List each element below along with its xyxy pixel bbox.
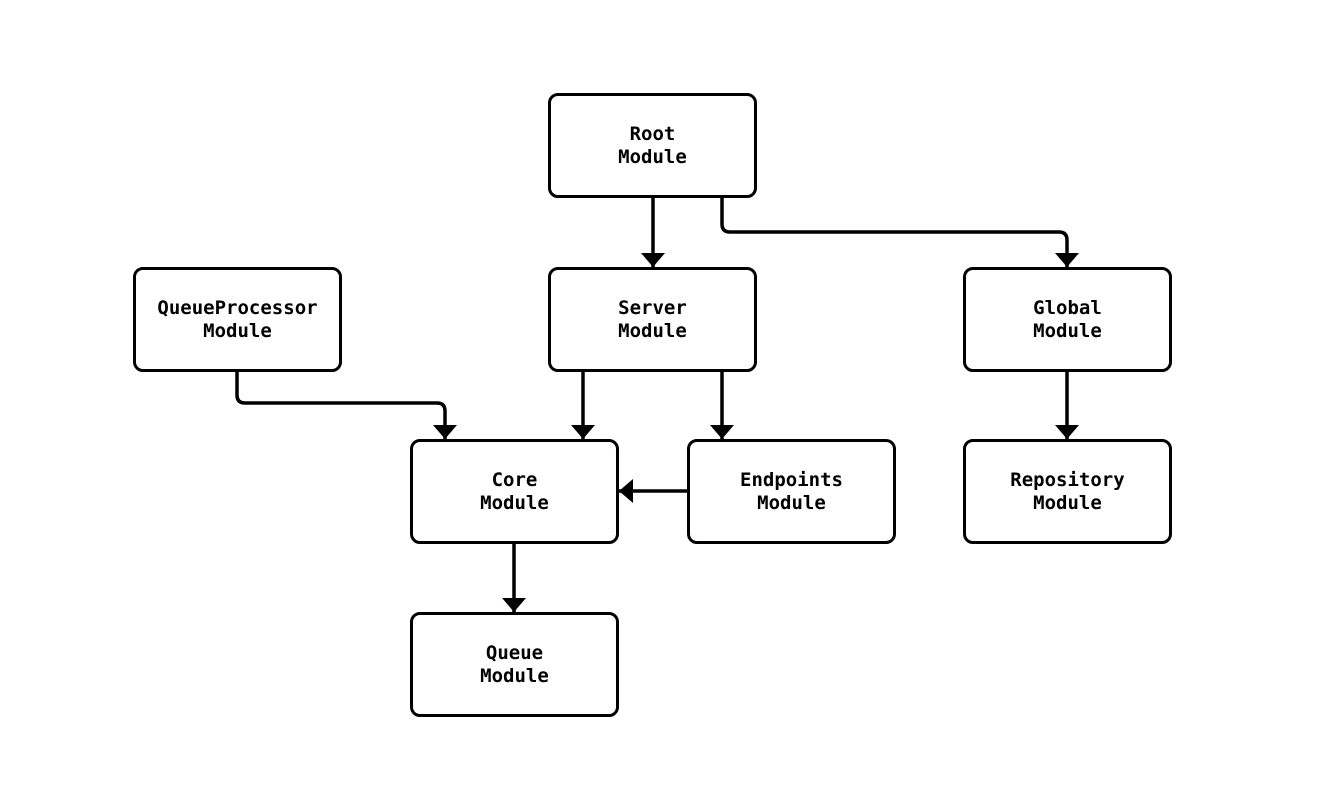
node-queue-module: Queue Module [410,612,619,717]
node-server-module: Server Module [548,267,757,372]
node-endpoints-module: Endpoints Module [687,439,896,544]
node-global-module: Global Module [963,267,1172,372]
edge-queueprocessor-core [235,372,457,439]
node-queueprocessor-module: QueueProcessor Module [133,267,342,372]
node-repository-module: Repository Module [963,439,1172,544]
edge-group [235,198,1079,612]
edge-root-global [720,198,1079,267]
node-core-module: Core Module [410,439,619,544]
node-root-module: Root Module [548,93,757,198]
